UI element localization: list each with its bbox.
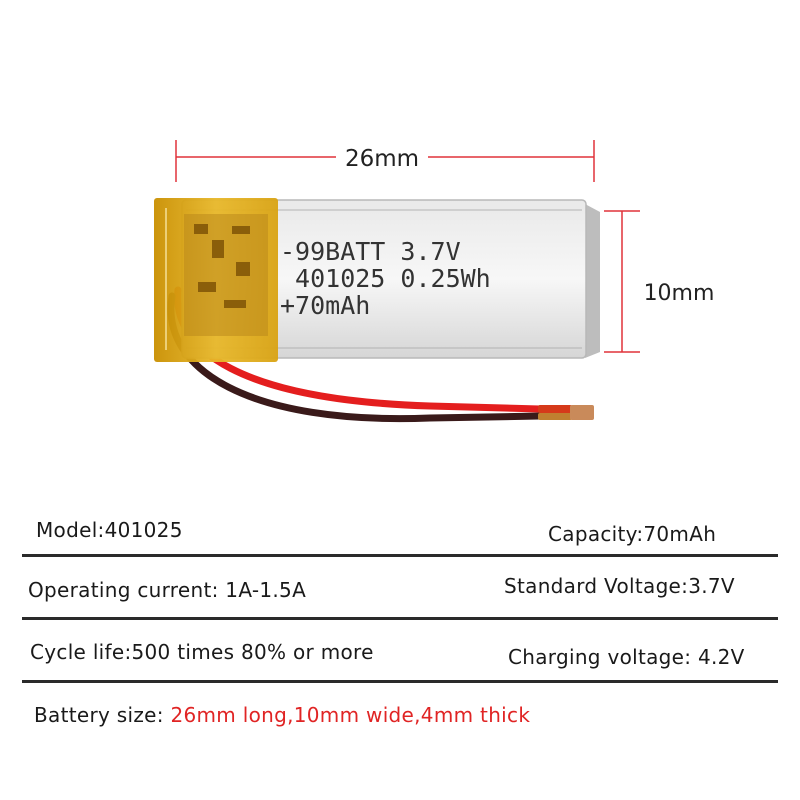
divider [22,680,778,683]
length-dimension: 26mm [175,140,595,182]
width-dimension: 10mm [604,210,715,353]
divider [22,554,778,557]
spec-battery-size: Battery size: 26mm long,10mm wide,4mm th… [34,703,530,727]
battery-size-label: Battery size: [34,703,171,727]
spec-standard-voltage: Standard Voltage:3.7V [504,574,735,598]
protection-board-tape [154,198,278,362]
spec-cycle-life: Cycle life:500 times 80% or more [30,640,374,664]
length-label: 26mm [345,146,419,172]
battery-size-value: 26mm long,10mm wide,4mm thick [170,703,531,727]
spec-operating-current: Operating current: 1A-1.5A [28,578,307,602]
cell-label-line1: -99BATT 3.7V [280,237,461,266]
cell-label-line3: +70mAh [280,291,370,320]
divider [22,617,778,620]
spec-charging-voltage: Charging voltage: 4.2V [508,645,745,669]
cell-printed-label: -99BATT 3.7V 401025 0.25Wh +70mAh [280,237,491,320]
cell-label-line2: 401025 0.25Wh [280,264,491,293]
spec-capacity: Capacity:70mAh [548,522,717,546]
width-label: 10mm [644,281,715,306]
spec-model: Model:401025 [36,518,183,542]
battery-product-figure: 26mm 10mm -99BATT 3.7V 401025 0. [154,140,715,423]
